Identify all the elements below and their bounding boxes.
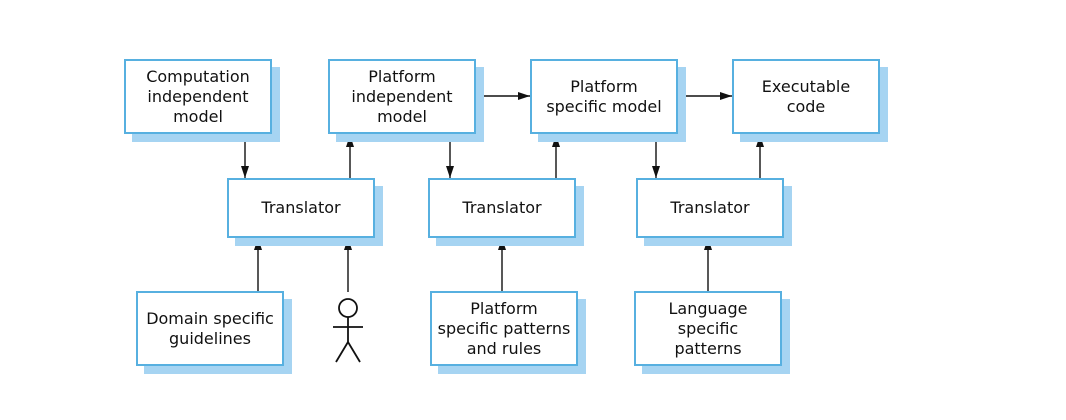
domain-specific-guidelines-label: Domain specific guidelines [146, 308, 274, 348]
translator-box-3: Translator [636, 178, 784, 238]
domain-specific-guidelines-box: Domain specific guidelines [136, 291, 284, 366]
computation-independent-model-box: Computation independent model [124, 59, 272, 134]
platform-specific-model-box: Platform specific model [530, 59, 678, 134]
language-specific-patterns-box: Language specific patterns [634, 291, 782, 366]
platform-specific-patterns-box: Platform specific patterns and rules [430, 291, 578, 366]
platform-specific-model-label: Platform specific model [546, 76, 662, 116]
computation-independent-model-label: Computation independent model [146, 66, 250, 126]
translator-box-2: Translator [428, 178, 576, 238]
translator-2-label: Translator [462, 198, 542, 217]
platform-specific-patterns-label: Platform specific patterns and rules [437, 298, 571, 358]
language-specific-patterns-label: Language specific patterns [668, 298, 748, 358]
stick-figure-user-icon [333, 298, 363, 363]
executable-code-label: Executable code [761, 76, 851, 116]
translator-1-label: Translator [261, 198, 341, 217]
translator-3-label: Translator [670, 198, 750, 217]
translator-box-1: Translator [227, 178, 375, 238]
executable-code-box: Executable code [732, 59, 880, 134]
platform-independent-model-label: Platform independent model [351, 66, 453, 126]
platform-independent-model-box: Platform independent model [328, 59, 476, 134]
